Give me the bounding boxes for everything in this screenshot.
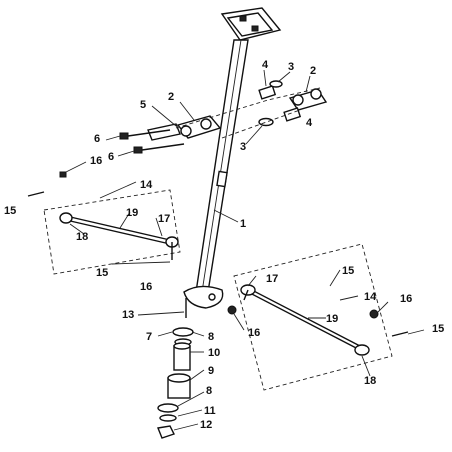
callout-11: 11 — [204, 405, 216, 417]
callout-5: 5 — [140, 99, 146, 111]
upper-clamp-assembly — [147, 80, 328, 141]
leader-lines — [65, 69, 425, 431]
callout-13: 13 — [122, 309, 134, 321]
handlebar-mount-plate — [220, 7, 282, 41]
callout-6-lower: 6 — [108, 151, 114, 163]
callout-1: 1 — [240, 218, 246, 230]
callout-16-lower-left: 16 — [140, 281, 152, 293]
callout-16-upper-left: 16 — [90, 155, 102, 167]
callout-17-left: 17 — [158, 213, 170, 225]
callout-19-left: 19 — [126, 207, 138, 219]
callout-10: 10 — [208, 347, 220, 359]
callout-8-lower: 8 — [206, 385, 212, 397]
steering-column-shaft — [183, 39, 249, 309]
callout-9: 9 — [208, 365, 214, 377]
callout-3-upper: 3 — [288, 61, 294, 73]
callout-16-right: 16 — [400, 293, 412, 305]
lower-bushing-stack — [157, 298, 194, 439]
right-tie-rod — [227, 243, 409, 391]
callout-18-left: 18 — [76, 231, 88, 243]
callout-6-upper: 6 — [94, 133, 100, 145]
callout-15-left: 15 — [4, 205, 16, 217]
callout-labels: 1 2 2 3 3 4 4 5 6 6 7 8 8 9 10 11 12 13 … — [4, 59, 444, 431]
callout-3-lower: 3 — [240, 141, 246, 153]
callout-8-upper: 8 — [208, 331, 214, 343]
callout-18-right: 18 — [364, 375, 376, 387]
left-tie-rod — [27, 171, 181, 275]
callout-4-lower: 4 — [306, 117, 313, 129]
callout-7: 7 — [146, 331, 152, 343]
callout-15-lower-left: 15 — [96, 267, 108, 279]
callout-12: 12 — [200, 419, 212, 431]
callout-17-right: 17 — [266, 273, 278, 285]
callout-15-upper-right: 15 — [342, 265, 354, 277]
callout-16-center: 16 — [248, 327, 260, 339]
callout-4-upper: 4 — [262, 59, 269, 71]
callout-2-right: 2 — [310, 65, 316, 77]
callout-2-left: 2 — [168, 91, 174, 103]
callout-14-left: 14 — [140, 179, 153, 191]
clamp-bolts — [119, 129, 185, 154]
callout-19-right: 19 — [326, 313, 338, 325]
callout-14-right: 14 — [364, 291, 377, 303]
callout-15-right: 15 — [432, 323, 444, 335]
